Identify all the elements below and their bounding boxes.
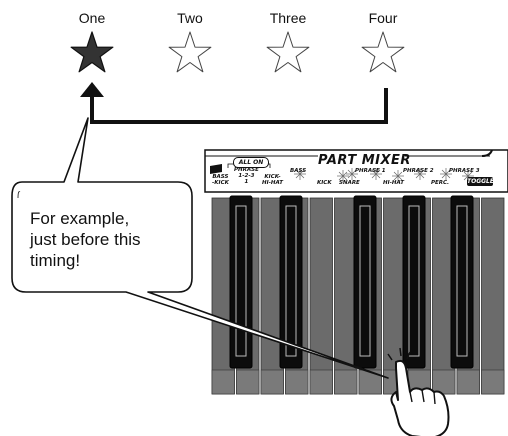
pad-key-base: [212, 370, 235, 394]
black-key[interactable]: [230, 196, 252, 368]
arrow-icon: [80, 82, 386, 122]
label-phrase3: PHRASE 3: [449, 168, 480, 174]
callout-text: For example, just before this timing!: [30, 208, 190, 271]
label-phrase2: PHRASE 2: [403, 168, 434, 174]
label-kick: KICK: [317, 180, 332, 186]
toggle-button[interactable]: TOGGLE: [467, 177, 493, 186]
star-icon: [267, 32, 309, 72]
pad-key-base: [310, 370, 333, 394]
pad-key-base: [261, 370, 284, 394]
star-icon: [71, 32, 113, 72]
black-key[interactable]: [403, 196, 425, 368]
label-line: 1: [234, 179, 259, 185]
label-hihat: HI-HAT: [383, 180, 404, 186]
pad-key-base: [482, 370, 505, 394]
pad-key-base: [359, 370, 382, 394]
keyboard: [212, 196, 504, 394]
pad-key[interactable]: [482, 198, 505, 394]
pad-key[interactable]: [310, 198, 333, 394]
pad-key-base: [237, 370, 260, 394]
star-icon: [362, 32, 404, 72]
callout-line: timing!: [30, 250, 190, 271]
callout-line: For example,: [30, 208, 190, 229]
label-bass: BASS: [290, 168, 306, 174]
label-phrase-123: PHRASE 1-2-3 1: [234, 167, 259, 185]
label-perc: PERC.: [431, 180, 449, 186]
star-icon: [169, 32, 211, 72]
callout-line: just before this: [30, 229, 190, 250]
pad-key-base: [457, 370, 480, 394]
label-phrase1: PHRASE 1: [355, 168, 386, 174]
label-line: -KICK: [212, 180, 229, 186]
label-snare: SNARE: [339, 180, 360, 186]
pad-key-base: [433, 370, 456, 394]
black-key[interactable]: [451, 196, 473, 368]
pad-key-base: [286, 370, 309, 394]
label-kick-hihat: KICK- HI-HAT: [262, 174, 283, 186]
label-bass-kick: BASS -KICK: [212, 174, 229, 186]
black-key[interactable]: [354, 196, 376, 368]
pad-key-base: [335, 370, 358, 394]
label-line: HI-HAT: [262, 180, 283, 186]
panel-title: PART MIXER: [318, 153, 411, 168]
